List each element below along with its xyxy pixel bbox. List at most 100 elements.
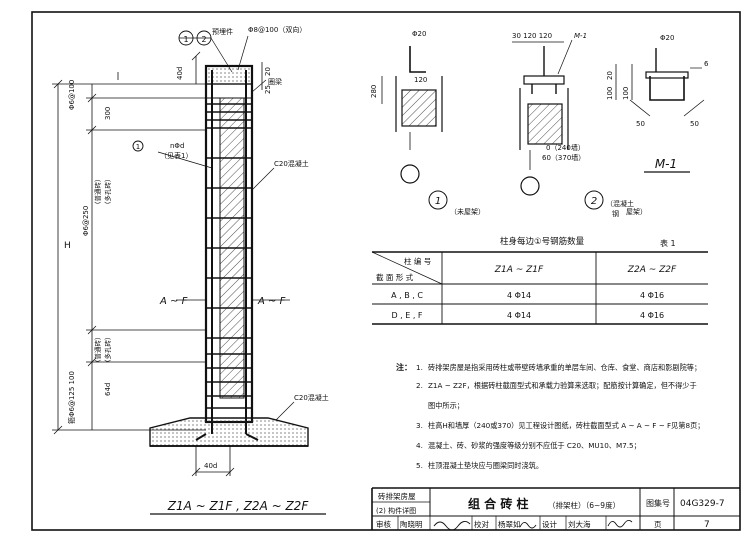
detail-m1: Φ20 6 20 100 100 50 50 M-1 [606, 34, 709, 173]
tb-category-a: 砖排架房屋 [378, 491, 416, 501]
title-block [371, 487, 740, 530]
tb-page-no: 7 [704, 520, 710, 530]
embed-label: 预埋件 [212, 27, 233, 36]
table-row-2-z2: 4 Φ16 [640, 311, 664, 320]
m1-dim-50b: 50 [690, 120, 699, 128]
tb-check-label: 校对 [474, 519, 489, 529]
tb-atlas-no: 04G329-7 [680, 499, 725, 509]
stirrup-bottom-note-b: （多孔砖） [103, 334, 112, 367]
ring-beam-outline [205, 83, 253, 99]
note-4-text: 混凝土、砖、砂浆的强度等级分别不应低于 C20、MU10、M7.5； [428, 441, 641, 450]
note-5-num: 5. [416, 461, 423, 470]
rebar-table-grid [371, 251, 708, 325]
section-label-right: A ~ F [257, 296, 286, 307]
note-2-num: 2. [416, 381, 423, 390]
detail-2-callout: 2 [591, 196, 597, 207]
concrete-c20-label: C20混凝土 [274, 159, 309, 168]
tb-atlas-label: 图集号 [646, 498, 670, 508]
detail-1-rebar: Φ20 [412, 30, 426, 38]
m1-dim-6: 6 [704, 60, 709, 68]
detail-2-wall-240: 0（240墙） [546, 143, 585, 152]
m1-dim-100b: 100 [622, 87, 630, 100]
note-2-text: Z1A ~ Z2F，根据砖柱截面型式和承载力验算来选取；配筋按计算确定，但不得少… [428, 381, 697, 390]
tb-designer: 刘大海 [568, 519, 591, 529]
tb-checker: 杨翠如 [498, 519, 521, 529]
tb-page-label: 页 [654, 520, 662, 529]
note-1-num: 1. [416, 363, 423, 372]
callout-2: 2 [201, 35, 206, 44]
detail-2-wall-370: 60（370墙） [542, 153, 585, 162]
table-header-row: 截 面 形 式 [376, 272, 414, 282]
notes: 注： 1. 砖排架房屋是指采用砖柱或带壁砖墙承重的单层车间、仓库、食堂、商店和影… [396, 362, 704, 470]
top-bar-label: Φ8@100（双向） [248, 25, 306, 34]
note-2-cont: 图中所示； [428, 401, 464, 410]
height-h: H [64, 241, 71, 251]
detail-2-callout-circle [584, 190, 604, 210]
callout-1: 1 [183, 35, 188, 44]
stirrup-mid-label: Φ6@250 [82, 206, 90, 236]
detail-2-caption-b: 屋架） [626, 208, 647, 216]
concrete-base-label: C20混凝土 [294, 393, 329, 402]
detail-1: Φ20 280 120 1 （未屋架） [370, 30, 485, 216]
column-title: Z1A ~ Z1F , Z2A ~ Z2F [167, 499, 310, 513]
detail-1-caption: （未屋架） [450, 207, 485, 216]
table-header-col: 柱 编 号 [404, 256, 431, 266]
ring-beam-label: 圈梁 [268, 77, 282, 86]
rebar-note: （见表1） [160, 151, 192, 160]
tb-checker-signature [519, 522, 537, 529]
dim-64d: 64d [104, 383, 112, 396]
stirrup-top-label: Φ6@100 [68, 80, 76, 110]
detail-2-caption-a: （混凝土 [606, 199, 634, 208]
table-col-z1: Z1A ~ Z1F [494, 265, 544, 275]
dim-40d-bottom: 40d [204, 462, 217, 470]
stirrup-bottom-note-a: （普通砖） [93, 334, 102, 367]
detail-1-bar-section [400, 164, 420, 184]
tb-reviewer: 陶晓明 [400, 519, 423, 529]
table-title: 柱身每边①号钢筋数量 [500, 236, 585, 247]
table-no: 表 1 [660, 238, 676, 248]
tb-drawing-title: 组 合 砖 柱 [468, 496, 529, 511]
dim-40d-top: 40d [176, 67, 184, 80]
detail-2: 30 120 120 M-1 0（240墙） 60（370墙） 2 （混凝土 屋… [512, 32, 647, 218]
tb-review-label: 审核 [376, 519, 391, 529]
rebar-label: nΦd [170, 142, 184, 150]
table-row-2-z1: 4 Φ14 [507, 311, 531, 320]
notes-title: 注： [396, 362, 412, 372]
detail-2-bar-section [520, 176, 540, 196]
detail-2-m1-label: M-1 [574, 32, 587, 40]
dim-20: 20 [264, 67, 272, 76]
tb-designer-signature [607, 519, 633, 528]
detail-2-caption-c: 钢 [612, 209, 619, 218]
note-4-num: 4. [416, 441, 423, 450]
dim-300: 300 [104, 107, 112, 120]
m1-dim-20: 20 [606, 71, 614, 80]
m1-dim-50a: 50 [636, 120, 645, 128]
detail-1-dim-120: 120 [414, 76, 427, 84]
tb-design-label: 设计 [542, 519, 557, 529]
table-row-1-z1: 4 Φ14 [507, 291, 531, 300]
note-1-text: 砖排架房屋是指采用砖柱或带壁砖墙承重的单层车间、仓库、食堂、商店和影剧院等； [428, 363, 701, 372]
rebar-callout-circle [132, 140, 144, 152]
dim-25: 25 [264, 85, 272, 94]
stirrup-mid-note-a: （普通砖） [93, 176, 102, 209]
table-col-z2: Z2A ~ Z2F [627, 265, 677, 275]
detail-1-dim-280: 280 [370, 85, 378, 98]
sheet-border [31, 11, 741, 531]
m1-dim-100a: 100 [606, 87, 614, 100]
table-row-1-section: A , B , C [391, 291, 423, 300]
table-row-1-z2: 4 Φ16 [640, 291, 664, 300]
stirrup-mid-note-b: （多孔砖） [103, 176, 112, 209]
note-5-text: 柱顶混凝土垫块应与圈梁同时浇筑。 [428, 461, 543, 470]
detail-2-dims-top: 30 120 120 [512, 32, 552, 40]
detail-1-callout: 1 [435, 196, 441, 207]
tb-drawing-subtitle: （排架柱）（6~9度） [548, 500, 620, 510]
tb-category-b: (2) 构件详图 [376, 506, 416, 515]
detail-1-callout-circle [428, 190, 448, 210]
note-3-text: 柱高H和墙厚（240或370）见工程设计图纸，砖柱截面型式 A ~ A ~ F … [428, 421, 704, 430]
tb-reviewer-signature [433, 521, 471, 531]
stirrup-bottom-label: 箍Φ6@125 100 [67, 371, 76, 424]
table-row-2-section: D , E , F [391, 311, 422, 320]
note-3-num: 3. [416, 421, 423, 430]
m1-title: M-1 [655, 157, 677, 171]
